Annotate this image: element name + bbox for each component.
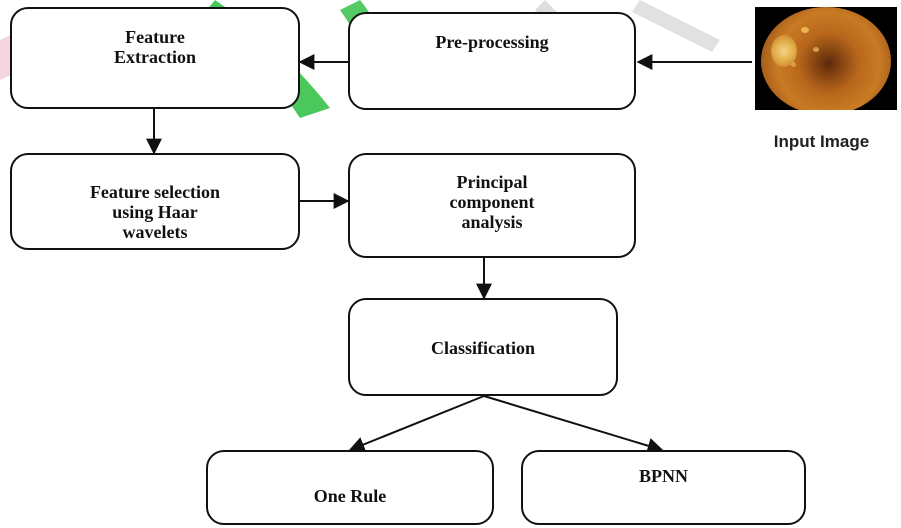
arrow-classification-to-bpnn: [483, 395, 664, 454]
pca-line-1: Principal: [456, 172, 528, 192]
classification-box: Classification: [348, 298, 618, 396]
feature-extraction-line-2: Extraction: [114, 47, 196, 67]
pca-line-2: component: [449, 192, 535, 212]
bpnn-box: BPNN: [521, 450, 806, 525]
retina-fundus-image: [755, 7, 897, 110]
classification-label: Classification: [430, 338, 535, 358]
one-rule-box: One Rule: [206, 450, 494, 525]
preprocessing-box: Pre-processing: [348, 12, 636, 110]
feature-selection-line-2: using Haar: [112, 202, 198, 222]
one-rule-label: One Rule: [313, 486, 387, 506]
arrow-classification-to-one-rule: [348, 395, 485, 453]
pca-line-3: analysis: [461, 212, 523, 232]
preprocessing-label: Pre-processing: [435, 32, 549, 52]
retina-disc: [761, 7, 891, 110]
input-image-label: Input Image: [773, 132, 870, 151]
pca-box: Principal component analysis: [348, 153, 636, 258]
feature-extraction-line-1: Feature: [125, 27, 185, 47]
feature-selection-box: Feature selection using Haar wavelets: [10, 153, 300, 250]
optic-disc: [771, 35, 797, 67]
bpnn-label: BPNN: [639, 466, 688, 486]
feature-selection-line-1: Feature selection: [89, 182, 221, 202]
feature-selection-line-3: wavelets: [122, 222, 188, 242]
feature-extraction-box: Feature Extraction: [10, 7, 300, 109]
